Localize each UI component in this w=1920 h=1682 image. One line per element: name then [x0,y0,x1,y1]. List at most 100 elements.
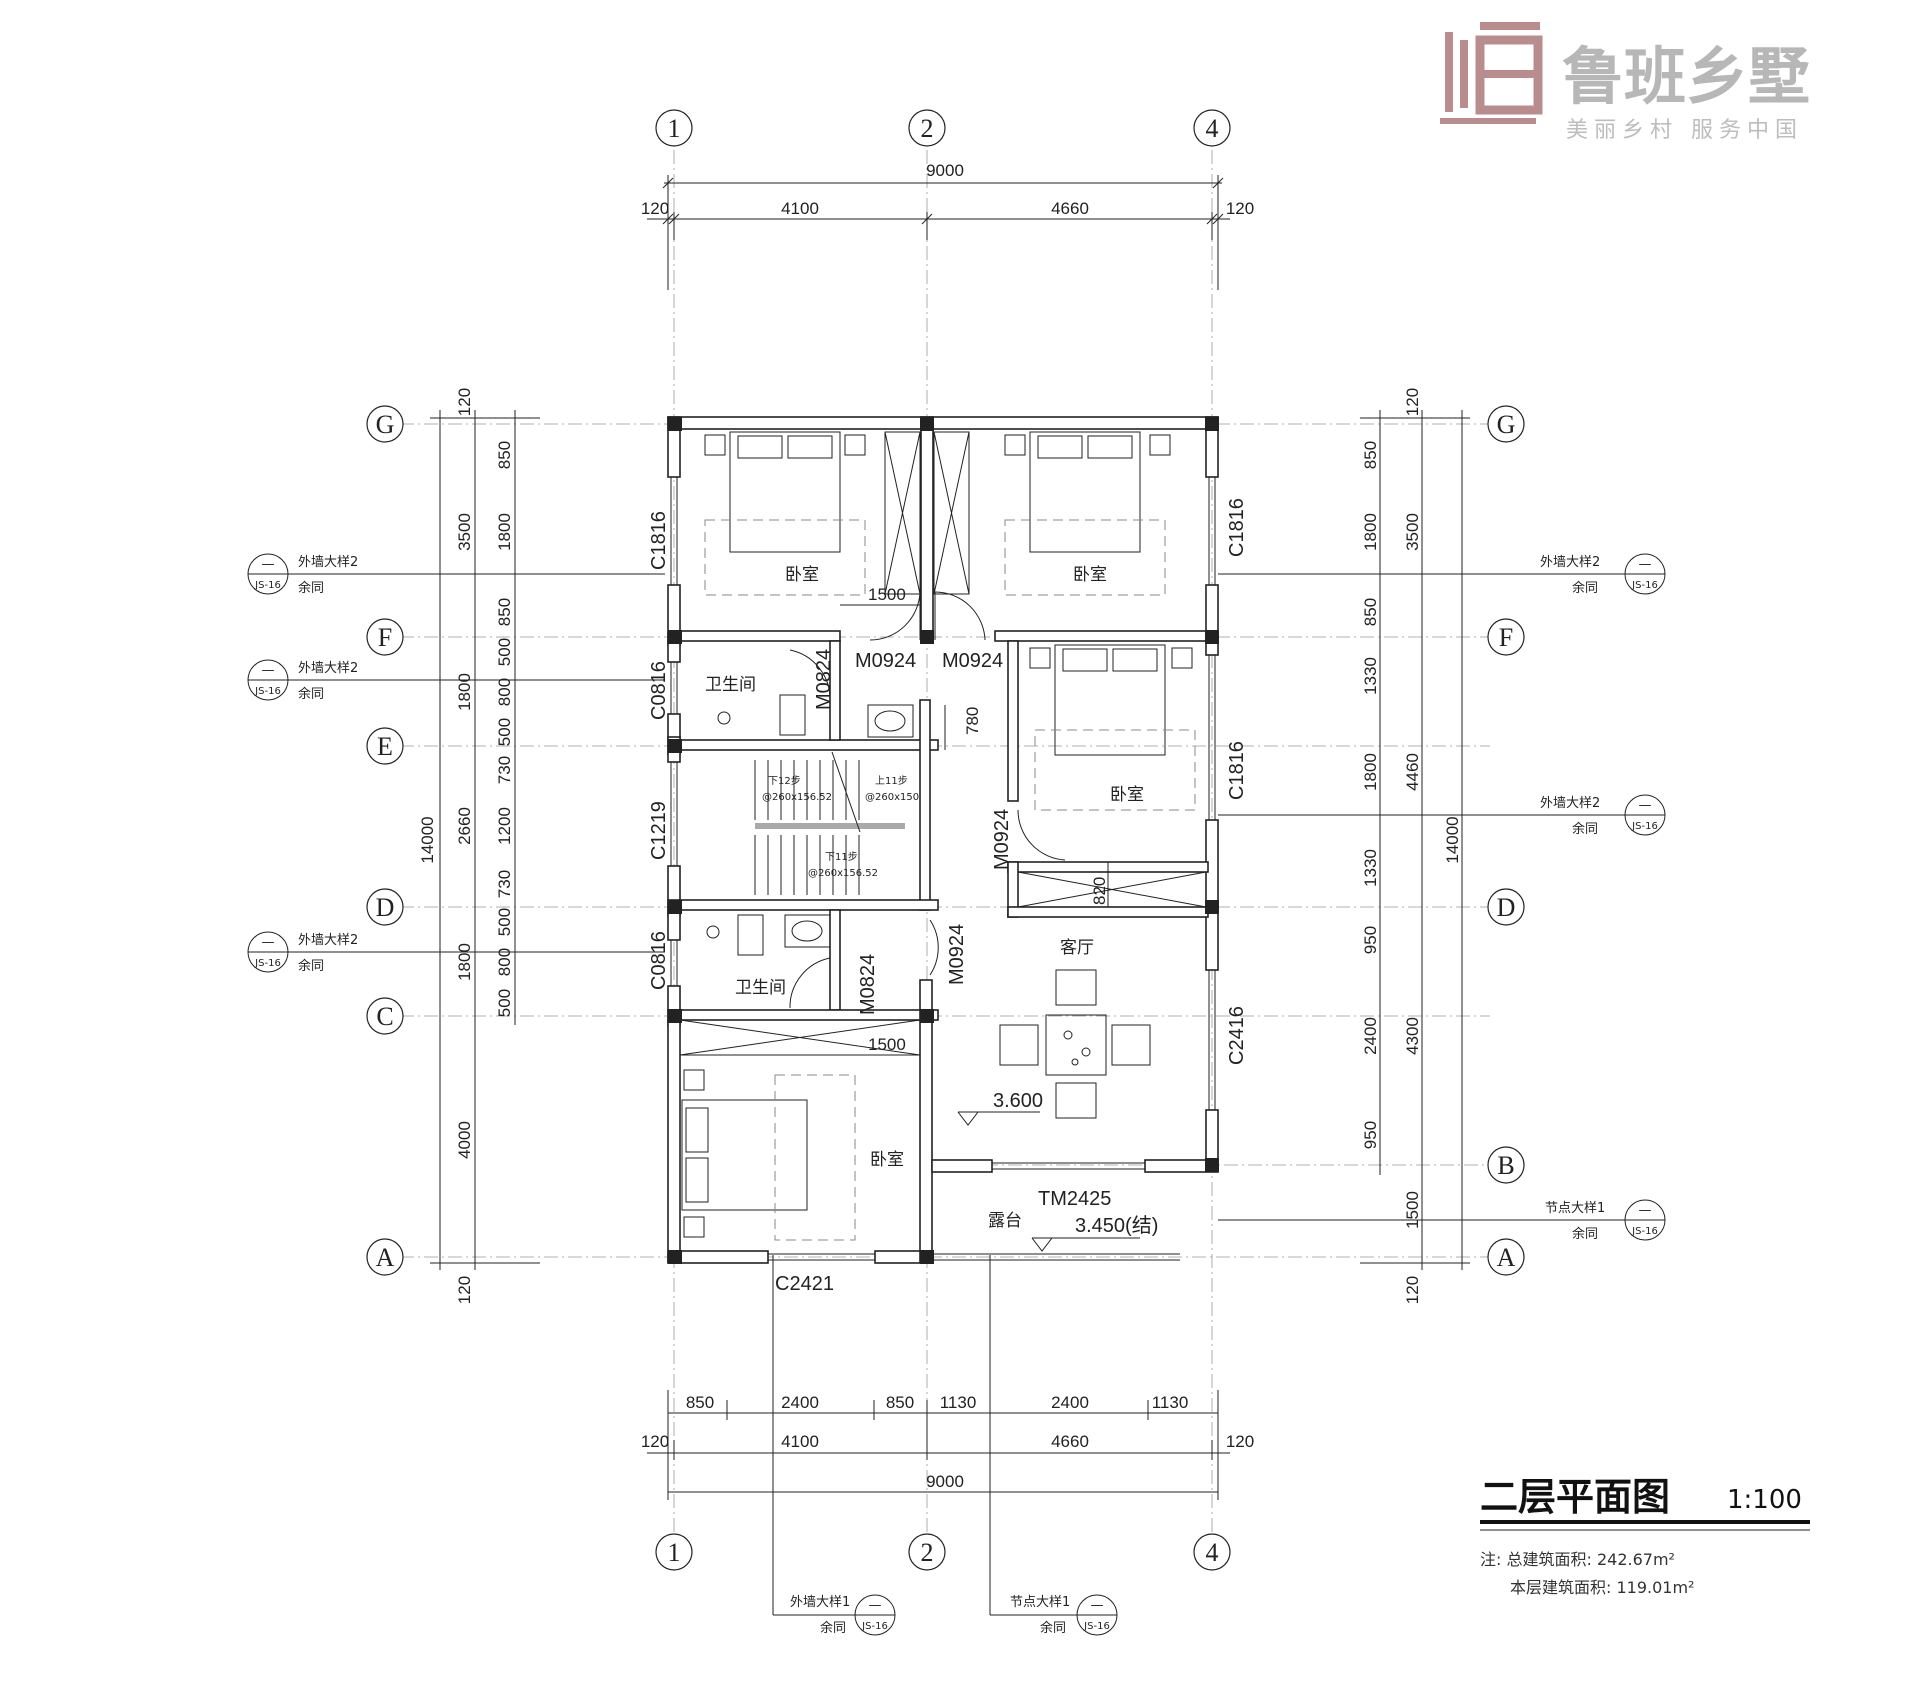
dim-right-4460: 4460 [1403,753,1422,791]
detail-ref-bottom-1: 外墙大样1 余同 — JS-16 [772,1255,896,1636]
dim-bottom-1130b: 1130 [1152,1393,1189,1412]
dimensions-top: 9000 120 4100 4660 120 [641,161,1254,290]
code-m0824-b: M0824 [857,954,879,1015]
detail-ref-label: 外墙大样2 [298,933,358,948]
level-terrace: 3.450(结) [1075,1214,1158,1237]
detail-ref-bottom-2: 节点大样1 余同 — JS-16 [989,1255,1118,1636]
detail-refs-right: 外墙大样2 余同 — JS-16 外墙大样2 余同 — JS-16 节点大样1 … [1218,553,1666,1242]
dim-right-outer: 14000 [1443,816,1462,863]
stair-down11: 下11步 [825,851,858,863]
dim-left-120a: 120 [455,388,474,416]
detail-ref-dash: — [262,935,275,950]
code-c2421: C2421 [775,1273,834,1295]
dim-left-850b: 850 [495,598,514,626]
dim-bottom-2400b: 2400 [1051,1393,1089,1412]
level-marks: 3.600 3.450(结) [957,1090,1158,1252]
dim-bottom-seg2: 4660 [1051,1432,1089,1451]
dim-left-800b: 800 [495,948,514,976]
axis-bubbles-bottom: 1 2 4 [655,1533,1231,1571]
detail-ref-same: 余同 [1040,1620,1066,1636]
logo-mark-icon [1440,22,1543,124]
logo: 鲁班乡墅 美丽乡村 服务中国 [1440,22,1810,143]
axis-D-right: D [1497,893,1516,922]
dim-left-outer: 14000 [418,816,437,863]
detail-ref-right-1: 外墙大样2 余同 — JS-16 [1218,553,1666,596]
axis-A-left: A [376,1243,395,1272]
axis-1-bottom: 1 [668,1538,681,1567]
dim-right-3500: 3500 [1403,513,1422,551]
detail-ref-dash: — [869,1598,882,1613]
detail-refs-bottom: 外墙大样1 余同 — JS-16 节点大样1 余同 — JS-16 [772,1255,1118,1636]
detail-ref-dash: — [262,663,275,678]
code-c1816-b: C1816 [1226,498,1248,557]
dim-right-4300: 4300 [1403,1017,1422,1055]
dim-right-850a: 850 [1361,441,1380,469]
detail-ref-sheet: JS-16 [254,580,281,591]
axis-G-right: G [1497,410,1516,439]
dim-right-120a: 120 [1403,388,1422,416]
axis-grid [400,150,1490,1540]
detail-ref-same: 余同 [1572,580,1598,596]
room-bedroom-nw: 卧室 [785,565,819,585]
note-floor-area: 本层建筑面积: 119.01m² [1510,1578,1694,1597]
dim-top-left: 120 [641,199,669,218]
detail-ref-sheet: JS-16 [861,1621,888,1632]
detail-ref-label: 外墙大样1 [790,1595,850,1610]
dim-bottom-850a: 850 [686,1393,714,1412]
detail-ref-sheet: JS-16 [1631,821,1658,832]
room-bedroom-sw: 卧室 [870,1150,904,1170]
dim-right-950b: 950 [1361,1121,1380,1149]
dim-inner-1500-top: 1500 [868,585,906,604]
axis-C-left: C [376,1002,393,1031]
code-c0816-b: C0816 [648,931,670,990]
dim-left-1800a: 1800 [455,673,474,711]
dim-left-500b: 500 [495,718,514,746]
walls [667,416,1219,1264]
dim-right-1800a: 1800 [1361,513,1380,551]
detail-ref-sheet: JS-16 [1631,580,1658,591]
room-bathroom-2: 卫生间 [735,978,786,998]
beds [681,431,1196,1241]
dim-top-seg2: 4660 [1051,199,1089,218]
dim-bottom-overall: 9000 [926,1472,964,1491]
detail-ref-same: 余同 [820,1620,846,1636]
drawing-title: 二层平面图 [1480,1475,1670,1519]
dim-left-4000: 4000 [455,1121,474,1159]
axis-2-top: 2 [921,114,934,143]
code-m0924-d: M0924 [946,924,968,985]
wardrobes [679,431,1207,1056]
detail-ref-same: 余同 [298,958,324,974]
drawing-scale: 1:100 [1727,1485,1802,1515]
axis-D-left: D [376,893,395,922]
dim-bottom-right: 120 [1226,1432,1254,1451]
detail-ref-sheet: JS-16 [254,958,281,969]
stair-down12: 下12步 [768,775,801,787]
axis-A-right: A [1497,1243,1516,1272]
dim-left-120b: 120 [455,1276,474,1304]
dim-left-1200: 1200 [495,807,514,845]
detail-ref-left-3: — JS-16 外墙大样2 余同 [247,931,665,974]
logo-name: 鲁班乡墅 [1562,40,1810,113]
code-m0924-b: M0924 [942,650,1003,672]
axis-bubbles-left: G F E D C A [366,405,404,1276]
dim-right-1800b: 1800 [1361,753,1380,791]
dim-right-2400: 2400 [1361,1017,1380,1055]
code-tm2425: TM2425 [1038,1188,1111,1210]
detail-ref-label: 节点大样1 [1010,1595,1070,1610]
dim-top-seg1: 4100 [781,199,819,218]
stair-down12-spec: @260x156.52 [762,792,832,803]
axis-F-right: F [1499,623,1513,652]
dim-top-right: 120 [1226,199,1254,218]
dim-right-1330a: 1330 [1361,657,1380,695]
detail-ref-dash: — [1639,798,1652,813]
note-total-area: 注: 总建筑面积: 242.67m² [1480,1550,1675,1569]
dim-left-730a: 730 [495,756,514,784]
opening-codes: C1816 C1816 C1816 C0816 C0816 C1219 C241… [648,498,1248,1295]
axis-F-left: F [378,623,392,652]
logo-slogan: 美丽乡村 服务中国 [1566,118,1803,143]
detail-ref-same: 余同 [1572,1226,1598,1242]
room-terrace: 露台 [988,1211,1022,1231]
dim-bottom-2400a: 2400 [781,1393,819,1412]
room-bedroom-e: 卧室 [1110,785,1144,805]
detail-ref-label: 外墙大样2 [1540,796,1600,811]
